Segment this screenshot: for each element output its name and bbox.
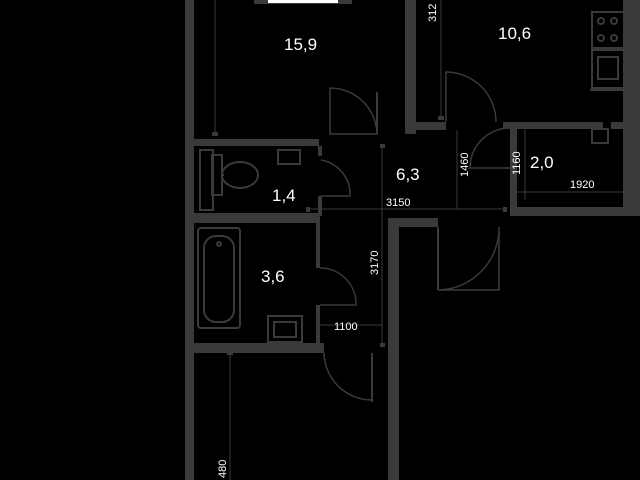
walls [185, 0, 640, 480]
doors [319, 71, 511, 402]
toilet-icon [211, 154, 259, 196]
dim-corridor-length: 3170 [369, 251, 381, 275]
room-areas: 15,9 10,6 6,3 1,4 3,6 2,0 [261, 24, 554, 286]
dimension-lines [212, 0, 623, 480]
dimension-labels: 3150 3170 1100 1460 1160 1920 312 480 [217, 4, 594, 478]
dim-hall-width: 3150 [386, 197, 410, 209]
fixtures [197, 11, 625, 343]
dim-bottom-room-partial: 480 [217, 460, 229, 478]
area-bath: 3,6 [261, 267, 285, 286]
area-hall: 6,3 [396, 165, 420, 184]
dim-bath-width: 1100 [334, 321, 358, 333]
kitchen-sink-icon [591, 49, 625, 89]
area-wc: 1,4 [272, 186, 296, 205]
dim-hall-depth: 1460 [459, 153, 471, 177]
dim-storage-depth: 1160 [511, 151, 523, 175]
area-kitchen: 10,6 [498, 24, 531, 43]
wc-sink-icon [277, 149, 301, 165]
bath-sink-icon [267, 315, 303, 343]
boiler-icon [591, 128, 609, 144]
stove-icon [591, 11, 625, 49]
dim-kitchen-partial: 312 [427, 4, 439, 22]
dim-storage-width: 1920 [570, 179, 594, 191]
area-storage: 2,0 [530, 153, 554, 172]
area-living: 15,9 [284, 35, 317, 54]
bathtub-icon [197, 227, 241, 329]
